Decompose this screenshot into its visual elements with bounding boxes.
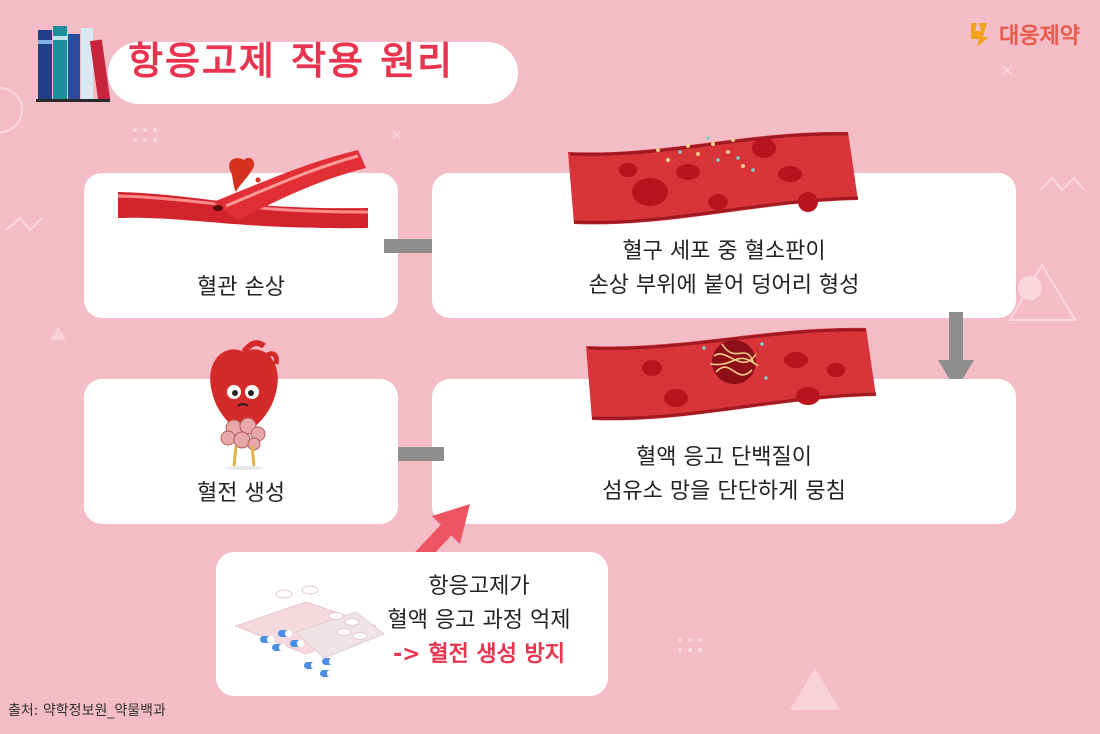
label-platelet-line2: 손상 부위에 붙어 덩어리 형성 <box>588 273 860 298</box>
label-vessel-damage: 혈관 손상 <box>197 275 285 300</box>
pills-icon <box>234 585 385 677</box>
label-fibrin-line2: 섬유소 망을 단단하게 뭉침 <box>602 479 846 504</box>
source-credit: 출처: 약학정보원_약물백과 <box>8 703 166 719</box>
page-title: 항응고제 작용 원리 <box>128 39 455 83</box>
svg-text:×: × <box>1000 60 1015 81</box>
title-banner <box>108 42 518 104</box>
label-anticoagulant-line1: 항응고제가 <box>428 574 530 599</box>
label-anticoagulant-line2: 혈액 응고 과정 억제 <box>387 608 571 633</box>
arrow-down <box>938 312 974 390</box>
brand-logo-icon <box>971 23 990 47</box>
blood-vessel-icon <box>117 150 369 229</box>
blood-clot-icon <box>586 327 877 421</box>
heart-icon <box>210 340 279 470</box>
label-platelet-line1: 혈구 세포 중 혈소판이 <box>622 239 826 264</box>
brand-logo: 대웅제약 <box>965 18 1080 50</box>
label-thrombus: 혈전 생성 <box>197 481 285 506</box>
brand-name: 대웅제약 <box>999 24 1080 49</box>
books-icon <box>36 26 111 102</box>
svg-text:×: × <box>390 125 403 144</box>
label-fibrin-line1: 혈액 응고 단백질이 <box>636 445 812 470</box>
label-anticoagulant-line3: -> 혈전 생성 방지 <box>393 642 565 667</box>
blood-cells-icon <box>568 131 859 225</box>
